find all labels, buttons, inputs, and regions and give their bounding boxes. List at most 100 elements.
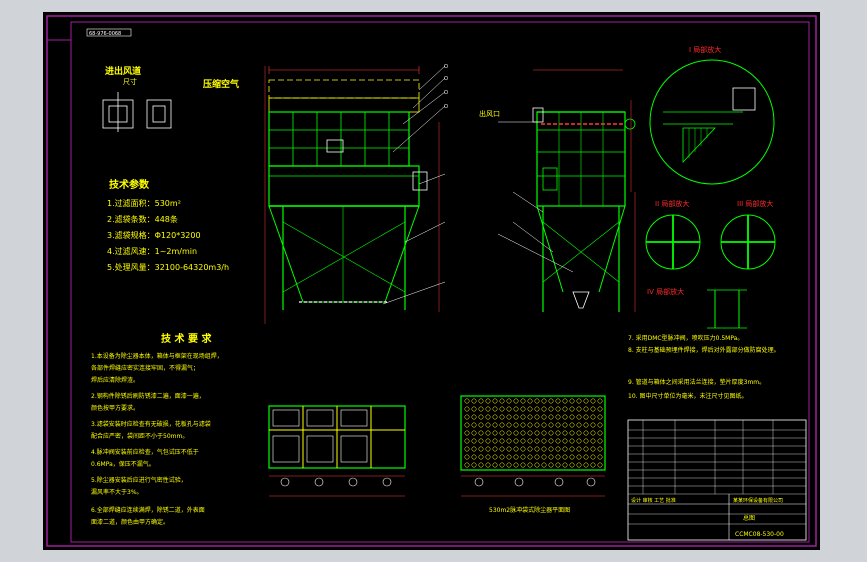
title-block-number: CCMC08-530-00 bbox=[735, 531, 784, 538]
filter-bag bbox=[534, 422, 540, 428]
filter-bag bbox=[485, 454, 491, 460]
filter-bag bbox=[562, 438, 568, 444]
filter-bag bbox=[590, 438, 596, 444]
param-row: 5.处理风量：32100-64320m3/h bbox=[107, 262, 229, 272]
filter-bag bbox=[464, 430, 470, 436]
tech-row: 配合应严密，袋间距不小于50mm。 bbox=[91, 432, 188, 440]
filter-bag bbox=[541, 462, 547, 468]
tech-list: 1.本设备为除尘器本体，箱体与框架在现场组焊， 各部件焊缝应密实连接牢固，不得漏… bbox=[91, 352, 223, 526]
filter-bag bbox=[506, 454, 512, 460]
filter-bag bbox=[548, 462, 554, 468]
drawing-sheet[interactable]: 68-976-0068 进出风道 尺寸 压缩空气 技术参数 1.过滤面积：530… bbox=[43, 12, 820, 550]
filter-bag bbox=[562, 398, 568, 404]
filter-bag bbox=[534, 454, 540, 460]
inner-frame bbox=[70, 21, 810, 543]
filter-bag bbox=[527, 454, 533, 460]
filter-bag bbox=[534, 462, 540, 468]
filter-bag bbox=[520, 414, 526, 420]
filter-bag bbox=[506, 398, 512, 404]
filter-bag bbox=[471, 422, 477, 428]
tech-row: 漏风率不大于3%。 bbox=[91, 488, 143, 496]
filter-bag bbox=[548, 398, 554, 404]
filter-bag bbox=[569, 454, 575, 460]
filter-bag bbox=[590, 462, 596, 468]
filter-bag bbox=[506, 406, 512, 412]
filter-bag bbox=[597, 414, 603, 420]
bom-table bbox=[627, 419, 807, 541]
filter-bag bbox=[513, 454, 519, 460]
filter-bag bbox=[499, 446, 505, 452]
filter-bag bbox=[499, 462, 505, 468]
filter-bag bbox=[590, 446, 596, 452]
tech-row: 0.6MPa，保压不漏气。 bbox=[91, 460, 155, 468]
note-row: 9. 管道与箱体之间采用法兰连接，垫片厚度3mm。 bbox=[628, 378, 765, 386]
filter-bag bbox=[492, 398, 498, 404]
filter-bag bbox=[471, 414, 477, 420]
filter-bag bbox=[541, 414, 547, 420]
filter-bag bbox=[590, 414, 596, 420]
filter-bag bbox=[590, 398, 596, 404]
plan-view-left bbox=[268, 405, 406, 497]
filter-bag bbox=[471, 398, 477, 404]
param-row: 4.过滤风速：1~2m/min bbox=[107, 246, 197, 256]
filter-bag bbox=[541, 454, 547, 460]
filter-bag bbox=[506, 430, 512, 436]
filter-bag bbox=[520, 438, 526, 444]
filter-bag bbox=[499, 422, 505, 428]
filter-bag bbox=[478, 422, 484, 428]
filter-bag bbox=[548, 406, 554, 412]
params-title: 技术参数 bbox=[109, 178, 150, 191]
detail-label: I 局部放大 bbox=[689, 45, 721, 54]
filter-bag bbox=[506, 422, 512, 428]
filter-bag bbox=[576, 430, 582, 436]
tech-row: 颜色按甲方要求。 bbox=[91, 404, 139, 412]
filter-bag bbox=[499, 454, 505, 460]
param-row: 1.过滤面积：530m² bbox=[107, 198, 181, 208]
detail-ii bbox=[645, 214, 701, 270]
filter-bag bbox=[506, 414, 512, 420]
filter-bag bbox=[471, 430, 477, 436]
filter-bag bbox=[576, 398, 582, 404]
filter-bag bbox=[562, 414, 568, 420]
filter-bag bbox=[597, 454, 603, 460]
filter-bag bbox=[562, 406, 568, 412]
filter-bag bbox=[478, 438, 484, 444]
note-row: 7. 采用DMC型脉冲阀，喷吹压力0.5MPa。 bbox=[628, 334, 743, 342]
filter-bag bbox=[513, 398, 519, 404]
note-row: 8. 支柱与基础预埋件焊接，焊后对外露部分做防腐处理。 bbox=[628, 346, 780, 354]
filter-bag bbox=[583, 438, 589, 444]
filter-bag bbox=[562, 422, 568, 428]
filter-bag bbox=[527, 406, 533, 412]
filter-bag bbox=[597, 462, 603, 468]
filter-bag bbox=[576, 422, 582, 428]
filter-bag bbox=[492, 422, 498, 428]
filter-bag bbox=[597, 430, 603, 436]
filter-bag bbox=[485, 398, 491, 404]
filter-bag bbox=[485, 430, 491, 436]
filter-bag bbox=[541, 406, 547, 412]
inlet-duct-views bbox=[102, 92, 172, 132]
filter-bag bbox=[548, 422, 554, 428]
filter-bag bbox=[541, 422, 547, 428]
filter-bag bbox=[520, 454, 526, 460]
filter-bag bbox=[485, 422, 491, 428]
title-block-company: 某某环保设备有限公司 bbox=[733, 497, 783, 504]
filter-bag bbox=[569, 406, 575, 412]
filter-bag bbox=[583, 430, 589, 436]
drawing-canvas: 68-976-0068 进出风道 尺寸 压缩空气 技术参数 1.过滤面积：530… bbox=[46, 15, 817, 547]
tech-row: 6.全部焊缝应连续满焊，除锈二道，外表面 bbox=[91, 506, 205, 514]
detail-label: II 局部放大 bbox=[655, 199, 689, 208]
filter-bag bbox=[492, 454, 498, 460]
filter-bag bbox=[464, 406, 470, 412]
filter-bag bbox=[590, 430, 596, 436]
filter-bag bbox=[478, 462, 484, 468]
filter-bag bbox=[576, 406, 582, 412]
tech-row: 焊后应清除焊渣。 bbox=[91, 376, 139, 384]
filter-bag bbox=[520, 462, 526, 468]
filter-bag bbox=[513, 422, 519, 428]
filter-bag bbox=[534, 446, 540, 452]
air-title: 压缩空气 bbox=[203, 78, 239, 90]
filter-bag bbox=[597, 398, 603, 404]
filter-bag bbox=[527, 438, 533, 444]
